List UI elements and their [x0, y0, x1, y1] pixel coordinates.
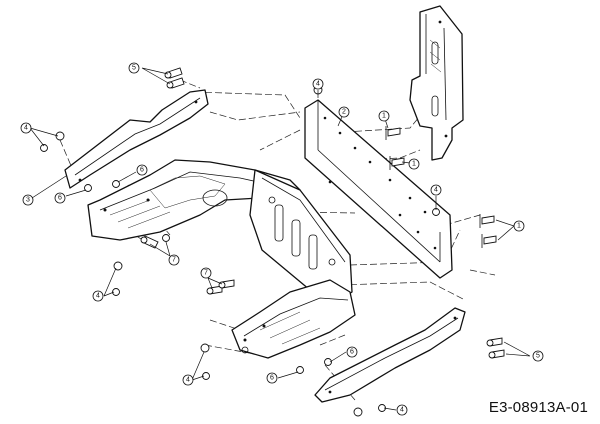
- svg-text:6: 6: [58, 195, 62, 202]
- callout-5-bottom: 5: [532, 350, 544, 362]
- svg-text:6: 6: [350, 349, 354, 356]
- callout-4-top-center: 4: [312, 78, 324, 90]
- callout-4-right: 4: [430, 184, 442, 196]
- callout-6-bottom-right: 6: [346, 346, 358, 358]
- callout-7-center: 7: [200, 267, 212, 279]
- callout-3: 3: [22, 194, 34, 206]
- bolt-1b: [389, 156, 405, 170]
- svg-text:4: 4: [316, 81, 320, 88]
- callout-6-upper: 6: [136, 164, 148, 176]
- svg-text:4: 4: [96, 293, 100, 300]
- part-3-side-strip: [64, 89, 209, 189]
- callouts: 1 1 1 2 3 4 4 4 4 4 4 5 5 6 6 6 6 7 7: [20, 62, 544, 416]
- callout-5-top: 5: [128, 62, 140, 74]
- svg-text:1: 1: [382, 113, 386, 120]
- svg-text:6: 6: [270, 375, 274, 382]
- svg-text:1: 1: [517, 223, 521, 230]
- svg-text:5: 5: [536, 353, 540, 360]
- leader-lines: [29, 67, 531, 411]
- svg-text:1: 1: [412, 161, 416, 168]
- bolt-7b: [206, 285, 223, 295]
- svg-text:7: 7: [172, 257, 176, 264]
- callout-4-left-bottom: 4: [92, 290, 104, 302]
- svg-text:2: 2: [342, 109, 346, 116]
- callout-4-left-top: 4: [20, 122, 32, 134]
- bolts: [140, 67, 505, 359]
- nuts: [40, 85, 440, 417]
- svg-text:5: 5: [132, 65, 136, 72]
- bolt-1d: [481, 234, 497, 248]
- callout-4-bottom-right: 4: [396, 404, 408, 416]
- callout-1-middle: 1: [408, 158, 420, 170]
- part-4-right-strip: [314, 307, 466, 403]
- svg-text:6: 6: [140, 167, 144, 174]
- callout-1-right: 1: [513, 220, 525, 232]
- callout-6-bottom-left: 6: [266, 372, 278, 384]
- svg-text:4: 4: [186, 377, 190, 384]
- part-2-plate: [304, 99, 453, 279]
- bolt-5c: [486, 337, 503, 347]
- svg-text:3: 3: [26, 197, 30, 204]
- callout-4-bottom-left: 4: [182, 374, 194, 386]
- bolt-1a: [385, 126, 401, 140]
- callout-6-left: 6: [54, 192, 66, 204]
- bolt-5d: [488, 349, 505, 359]
- callout-2: 2: [338, 106, 350, 118]
- bolt-1c: [479, 214, 495, 228]
- bolt-7a: [140, 235, 159, 249]
- main-u-frame: [87, 159, 356, 359]
- mounting-bracket-top: [409, 5, 464, 161]
- svg-text:4: 4: [400, 407, 404, 414]
- callout-7-left: 7: [168, 254, 180, 266]
- bolt-5a: [164, 67, 183, 79]
- bolt-5b: [166, 77, 185, 89]
- svg-text:7: 7: [204, 270, 208, 277]
- svg-text:4: 4: [24, 125, 28, 132]
- svg-text:4: 4: [434, 187, 438, 194]
- callout-1-top: 1: [378, 110, 390, 122]
- drawing-code: E3-08913A-01: [488, 399, 588, 416]
